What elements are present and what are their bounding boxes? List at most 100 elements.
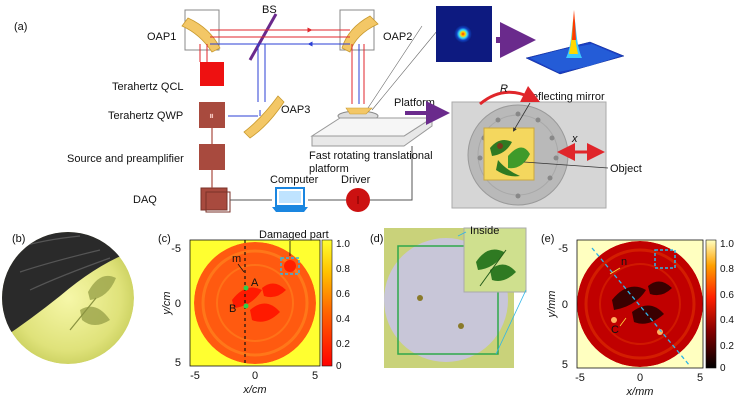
heatmap-e-screw-1 xyxy=(611,317,617,323)
heatmap-c-frame xyxy=(189,239,321,367)
inside-label: Inside xyxy=(470,225,499,237)
inset-pointer-1 xyxy=(495,289,527,355)
heatmap-e-disc xyxy=(577,241,703,367)
heatmap-e-leaf1 xyxy=(612,286,646,310)
computer-display xyxy=(279,191,301,203)
heatmap-c-damage xyxy=(284,260,296,272)
point-b xyxy=(243,303,249,309)
damaged-part-box xyxy=(280,257,300,275)
oap1-mirror xyxy=(181,17,221,53)
leaf-shadow-1 xyxy=(88,275,116,300)
object-leaves xyxy=(490,140,530,177)
c-cbar-tick-0: 1.0 xyxy=(336,239,350,250)
e-ytick-top: -5 xyxy=(558,243,568,255)
c-ylabel: y/cm xyxy=(161,291,173,315)
marker-m: m xyxy=(232,253,241,265)
heatmap-e-ring1 xyxy=(584,248,696,360)
reflecting-mirror-pointer xyxy=(512,102,531,132)
computer-label: Computer xyxy=(270,174,319,186)
panel-b: (b) xyxy=(2,232,134,364)
c-ytick-top: -5 xyxy=(171,243,181,255)
c-xtick-mid: 0 xyxy=(252,370,258,382)
e-xtick-right: 5 xyxy=(697,372,703,384)
c-xtick-left: -5 xyxy=(190,370,200,382)
heatmap-c-leaf2 xyxy=(250,303,280,322)
c-cbar-tick-5: 0 xyxy=(336,361,342,372)
black-cover xyxy=(2,232,134,340)
e-ylabel: y/mm xyxy=(546,291,558,319)
zoom-line-1 xyxy=(367,25,423,109)
platform-mirror xyxy=(345,107,373,115)
heatmap-c-leaf3 xyxy=(262,283,286,298)
oap3-mirror xyxy=(243,95,285,139)
photo-d-frame xyxy=(397,245,499,355)
panel-c: (c) Damaged part m A B -5 0 5 -5 0 5 x/c… xyxy=(158,229,350,396)
photo-d-screw-1 xyxy=(417,295,423,301)
daq-box-shadow xyxy=(205,191,231,213)
object-pointer xyxy=(523,161,609,169)
panel-b-label: (b) xyxy=(12,233,25,245)
terahertz-qwp xyxy=(199,102,225,128)
inset-pointer-2 xyxy=(457,231,467,237)
heatmap-e-frame xyxy=(576,239,704,369)
inset-leaf-1 xyxy=(476,249,504,270)
heatmap-e-ring2 xyxy=(599,263,681,345)
e-ytick-mid: 0 xyxy=(562,299,568,311)
marker-a: A xyxy=(251,277,259,289)
oap2-label: OAP2 xyxy=(383,31,412,43)
c-xlabel: x/cm xyxy=(242,384,266,396)
stage-label-1: Fast rotating translational xyxy=(309,150,433,162)
daq-box xyxy=(200,187,228,211)
e-cbar-tick-5: 0 xyxy=(720,363,726,374)
computer-keyboard xyxy=(272,207,308,212)
beam-profile-3d xyxy=(525,10,625,75)
c-cbar-tick-4: 0.2 xyxy=(336,339,350,350)
e-cbar-tick-1: 0.8 xyxy=(720,264,734,275)
marker-n: n xyxy=(621,256,627,268)
panel-c-label: (c) xyxy=(158,233,171,245)
qwp-mark: ⏸ xyxy=(209,111,214,122)
panel-a: (a) OAP1 OAP2 BS Terahertz QCL xyxy=(14,4,642,213)
platform-label: Platform xyxy=(394,97,435,109)
e-xtick-mid: 0 xyxy=(637,372,643,384)
e-cbar-tick-3: 0.4 xyxy=(720,315,734,326)
cut-line-n xyxy=(591,247,691,367)
wire-driver-stage xyxy=(370,146,413,201)
c-colorbar-ticks: 1.0 0.8 0.6 0.4 0.2 0 xyxy=(336,239,350,372)
e-damage-box xyxy=(654,249,676,269)
heatmap-c-leaf1 xyxy=(232,287,262,308)
marker-b: B xyxy=(229,303,236,315)
e-cbar-tick-4: 0.2 xyxy=(720,341,734,352)
e-ytick-bot: 5 xyxy=(562,359,568,371)
inset-stem xyxy=(479,249,507,287)
heatmap-e-leaf3 xyxy=(648,281,672,296)
leaf-stem xyxy=(69,297,97,331)
c-colorbar xyxy=(321,239,333,367)
panel-a-label: (a) xyxy=(14,21,27,33)
e-colorbar xyxy=(705,239,717,369)
leaf-shadow-2 xyxy=(80,306,110,325)
panel-e-label: (e) xyxy=(541,233,554,245)
e-xlabel: x/mm xyxy=(626,386,654,398)
driver-label: Driver xyxy=(341,174,371,186)
heatmap-c-ring1 xyxy=(201,249,309,357)
e-colorbar-ticks: 1.0 0.8 0.6 0.4 0.2 0 xyxy=(720,239,734,374)
oap1-label: OAP1 xyxy=(147,31,176,43)
marker-c-pointer xyxy=(619,317,627,327)
oap2-mirror xyxy=(341,15,379,53)
c-ytick-bot: 5 xyxy=(175,357,181,369)
terahertz-qcl xyxy=(200,62,224,86)
inset-leaf-2 xyxy=(490,264,516,281)
c-ytick-mid: 0 xyxy=(175,298,181,310)
beam-spot xyxy=(454,25,472,43)
damaged-part-label: Damaged part xyxy=(259,229,329,241)
heatmap-e-screw-2 xyxy=(657,329,663,335)
c-cbar-tick-1: 0.8 xyxy=(336,264,350,275)
e-cbar-tick-2: 0.6 xyxy=(720,290,734,301)
bs-label: BS xyxy=(262,4,277,16)
oap3-label: OAP3 xyxy=(281,104,310,116)
heatmap-c-disc xyxy=(194,242,316,364)
c-cbar-tick-3: 0.4 xyxy=(336,314,350,325)
qcl-label: Terahertz QCL xyxy=(112,81,184,93)
